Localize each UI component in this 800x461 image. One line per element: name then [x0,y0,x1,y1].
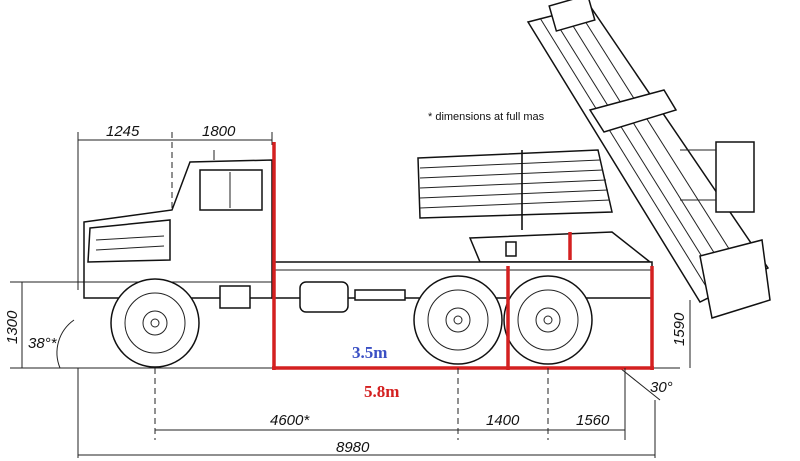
note-full-mass: * dimensions at full mas [428,111,545,123]
inner-length-label: 3.5m [352,343,387,362]
dim-1800: 1800 [202,123,236,140]
rocket-launcher [417,0,771,319]
bottom-dimensions: 4600* 1400 1560 8980 [77,368,656,458]
dim-1560: 1560 [576,412,610,429]
left-height-dimension: 1300 38°* [4,282,75,369]
dim-1400: 1400 [486,412,520,429]
truck-cab [83,150,273,309]
dim-8980: 8980 [336,439,370,456]
dim-1590: 1590 [671,312,688,346]
rear-wheel [503,275,593,365]
right-height-dimension: 1590 30° [619,300,691,401]
dim-1245: 1245 [106,123,140,140]
middle-wheel [413,275,503,365]
approach-angle: 38°* [28,335,58,352]
front-wheel [110,278,200,368]
dim-1300: 1300 [4,310,21,344]
red-measurement-overlay [272,142,654,370]
dim-4600: 4600* [270,412,310,429]
outer-length-label: 5.8m [364,382,399,401]
departure-angle: 30° [650,379,673,396]
